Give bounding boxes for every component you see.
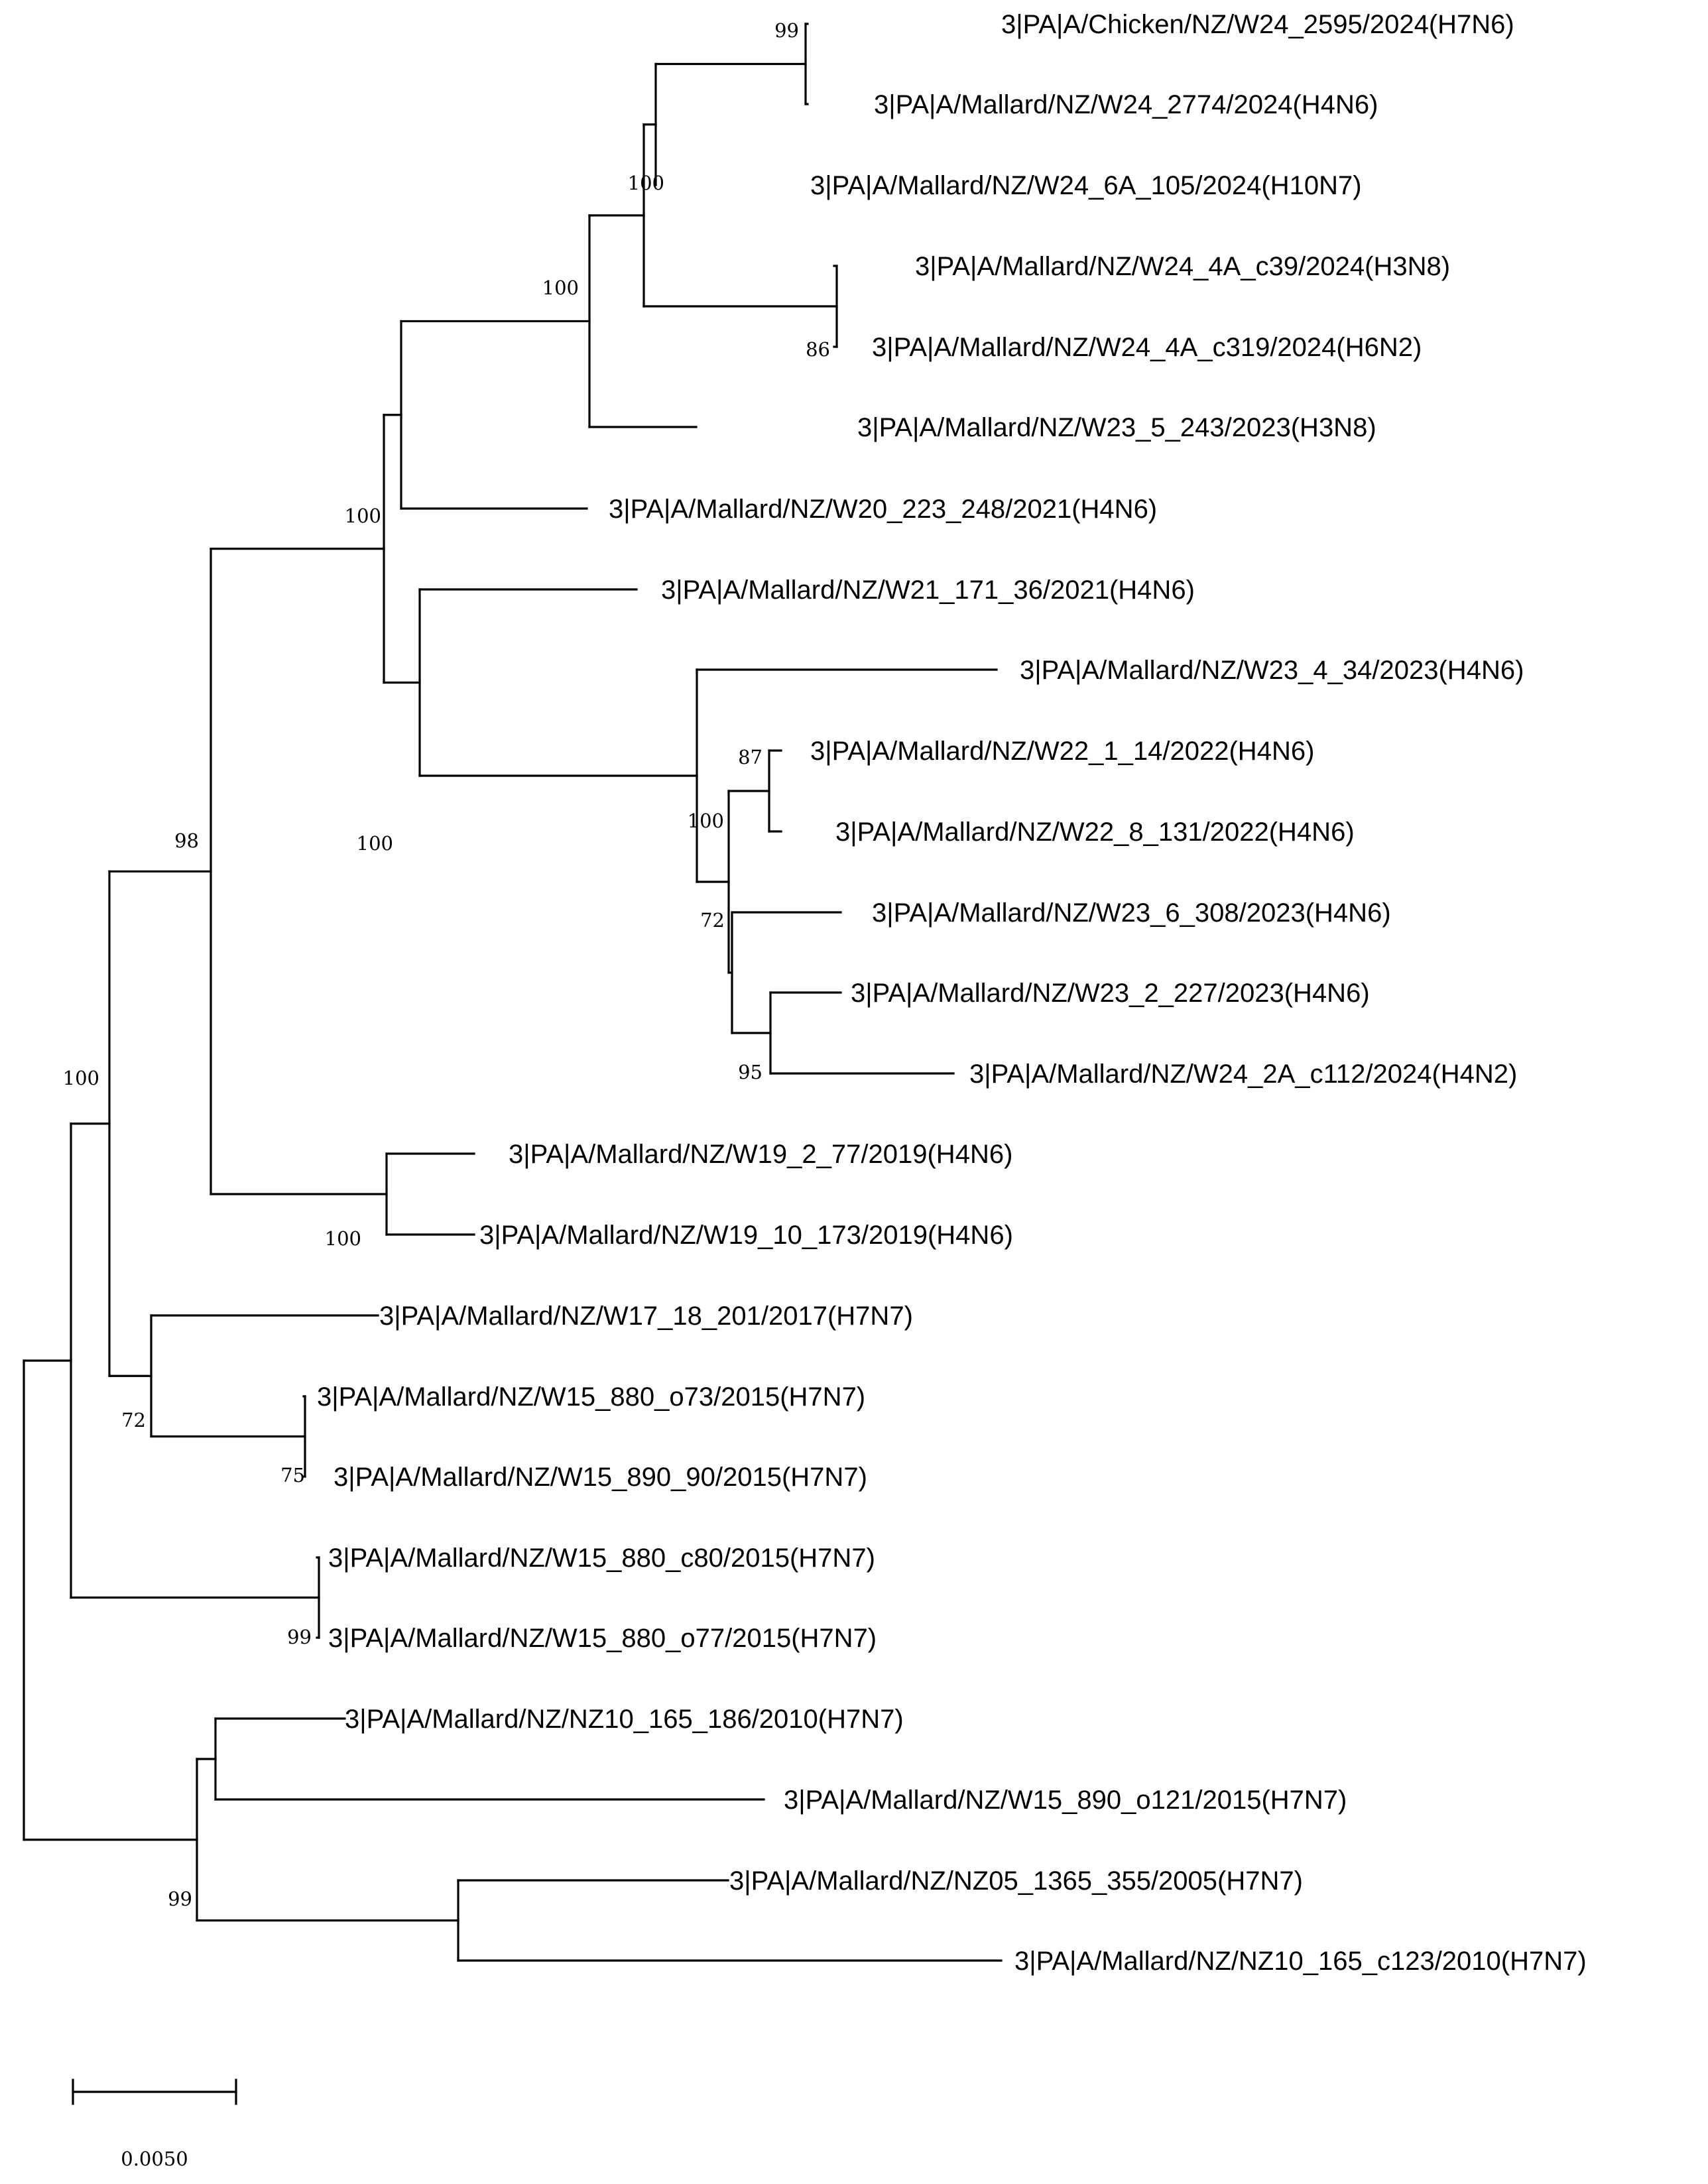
bootstrap-value: 87 bbox=[738, 746, 762, 768]
taxon-label: 3|PA|A/Mallard/NZ/NZ10_165_c123/2010(H7N… bbox=[1014, 1947, 1587, 1976]
taxon-label: 3|PA|A/Mallard/NZ/W23_5_243/2023(H3N8) bbox=[857, 413, 1376, 442]
taxon-label: 3|PA|A/Mallard/NZ/W24_6A_105/2024(H10N7) bbox=[810, 171, 1362, 200]
bootstrap-value: 100 bbox=[542, 276, 579, 299]
bootstrap-value: 75 bbox=[280, 1464, 305, 1486]
scale-bar-label: 0.0050 bbox=[121, 2148, 188, 2170]
bootstrap-value: 99 bbox=[168, 1888, 192, 1910]
taxon-label: 3|PA|A/Mallard/NZ/W24_2A_c112/2024(H4N2) bbox=[969, 1060, 1517, 1089]
bootstrap-value: 99 bbox=[774, 19, 799, 42]
taxon-label: 3|PA|A/Mallard/NZ/W17_18_201/2017(H7N7) bbox=[379, 1302, 913, 1331]
taxon-label: 3|PA|A/Mallard/NZ/W19_2_77/2019(H4N6) bbox=[509, 1140, 1012, 1169]
taxon-label: 3|PA|A/Mallard/NZ/W15_890_90/2015(H7N7) bbox=[334, 1463, 867, 1492]
tree-branches bbox=[23, 23, 1003, 1962]
taxon-label: 3|PA|A/Mallard/NZ/W19_10_173/2019(H4N6) bbox=[479, 1221, 1013, 1250]
scale-bar: 0.0050 bbox=[72, 2079, 237, 2170]
bootstrap-value: 98 bbox=[174, 829, 199, 852]
bootstrap-value: 99 bbox=[287, 1626, 312, 1648]
taxon-label: 3|PA|A/Mallard/NZ/W23_2_227/2023(H4N6) bbox=[851, 979, 1370, 1008]
taxon-label: 3|PA|A/Mallard/NZ/W15_890_o121/2015(H7N7… bbox=[784, 1786, 1347, 1815]
bootstrap-value: 100 bbox=[325, 1227, 361, 1250]
bootstrap-value: 100 bbox=[688, 810, 724, 832]
taxon-label: 3|PA|A/Mallard/NZ/W21_171_36/2021(H4N6) bbox=[661, 576, 1195, 605]
taxon-label: 3|PA|A/Mallard/NZ/W24_2774/2024(H4N6) bbox=[874, 90, 1378, 119]
taxon-label: 3|PA|A/Mallard/NZ/W23_4_34/2023(H4N6) bbox=[1020, 656, 1524, 685]
bootstrap-value: 86 bbox=[806, 338, 830, 361]
taxon-label: 3|PA|A/Chicken/NZ/W24_2595/2024(H7N6) bbox=[1001, 10, 1514, 39]
taxon-label: 3|PA|A/Mallard/NZ/W24_4A_c39/2024(H3N8) bbox=[915, 252, 1450, 281]
taxon-label: 3|PA|A/Mallard/NZ/W20_223_248/2021(H4N6) bbox=[609, 495, 1157, 524]
taxon-label: 3|PA|A/Mallard/NZ/NZ05_1365_355/2005(H7N… bbox=[729, 1866, 1303, 1896]
taxon-label: 3|PA|A/Mallard/NZ/W23_6_308/2023(H4N6) bbox=[872, 898, 1391, 928]
bootstrap-value: 95 bbox=[738, 1061, 762, 1083]
taxon-label: 3|PA|A/Mallard/NZ/W15_880_o73/2015(H7N7) bbox=[317, 1382, 865, 1412]
taxon-label: 3|PA|A/Mallard/NZ/W15_880_c80/2015(H7N7) bbox=[328, 1544, 875, 1573]
taxon-label: 3|PA|A/Mallard/NZ/W24_4A_c319/2024(H6N2) bbox=[872, 333, 1422, 362]
bootstrap-values: 99 100 86 100 100 87 95 72 100 100 98 100 75 72 100 99 9… bbox=[63, 19, 830, 1910]
taxon-label: 3|PA|A/Mallard/NZ/W15_880_o77/2015(H7N7) bbox=[328, 1624, 877, 1653]
bootstrap-value: 100 bbox=[63, 1067, 99, 1089]
taxon-labels: 3|PA|A/Chicken/NZ/W24_2595/2024(H7N6) 3|P… bbox=[317, 10, 1587, 1976]
bootstrap-value: 72 bbox=[121, 1409, 146, 1431]
taxon-label: 3|PA|A/Mallard/NZ/W22_1_14/2022(H4N6) bbox=[810, 737, 1314, 766]
bootstrap-value: 72 bbox=[700, 909, 725, 932]
bootstrap-value: 100 bbox=[345, 505, 381, 527]
taxon-label: 3|PA|A/Mallard/NZ/NZ10_165_186/2010(H7N7… bbox=[345, 1705, 904, 1734]
bootstrap-value: 100 bbox=[628, 172, 664, 194]
taxon-label: 3|PA|A/Mallard/NZ/W22_8_131/2022(H4N6) bbox=[835, 818, 1355, 847]
bootstrap-value: 100 bbox=[357, 832, 393, 855]
